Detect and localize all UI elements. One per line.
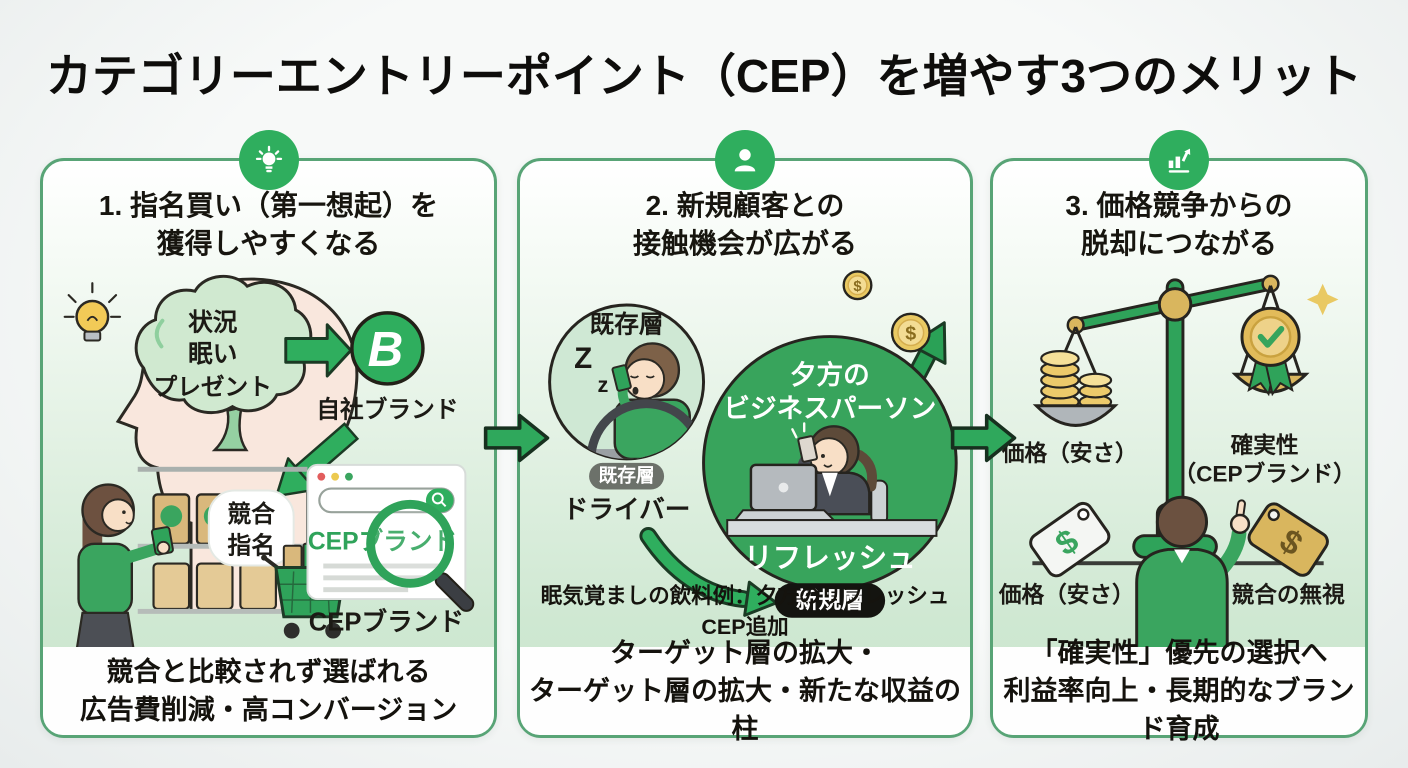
scale-left-label: 価格（安さ） [1001,440,1138,466]
new-customer-circle: 夕方の ビジネスパーソン リフレッシュ [702,335,958,591]
panel-2-footer-line2: ターゲット層の拡大・新たな収益の柱 [529,675,961,745]
sleep-z-small: z [597,372,608,397]
search-icon [431,492,447,507]
brain-word-3: プレゼント [154,374,272,401]
idea-lightbulb-icon [63,282,122,342]
panel-3-title-line1: 3. 価格競争からの [1065,190,1293,221]
panel-3-badge [1149,130,1209,190]
panel-2-footer: ターゲット層の拡大・ ターゲット層の拡大・新たな収益の柱 [520,638,970,744]
magnifier-icon [366,499,475,612]
person-icon [734,149,756,172]
own-brand-label: 自社ブランド [316,395,458,423]
panel-3-illustration: 価格（安さ） 確実性 （CEPブランド） [998,274,1356,652]
existing-badge-label: 既存層 [598,464,654,486]
price-tag-left: $ [1029,501,1111,578]
panel-3-footer-line2: 利益率向上・長期的なブランド育成 [1003,675,1355,745]
sleep-z-large: Z [574,342,592,375]
panel-1-title-line2: 獲得しやすくなる [156,227,381,259]
panel-2-footer-line1: ターゲット層の拡大・ [610,637,880,668]
lightbulb-icon [255,145,282,173]
panel-2-title-line1: 2. 新規顧客との [645,190,845,221]
browser-query-text: CEPブランド [308,527,457,556]
panel-2-title: 2. 新規顧客との 接触機会が広がる [520,187,970,263]
tag-right-label: 競合の無視 [1232,582,1346,608]
panel-3-title: 3. 価格競争からの 脱却につながる [993,187,1365,263]
browser-dot-green [344,472,353,481]
brain: 状況 眠い プレゼント [134,274,313,452]
tag-left-label: 価格（安さ） [998,582,1135,608]
arrow-right-icon [284,323,353,378]
panel-3-title-line2: 脱却につながる [1080,227,1277,259]
new-circle-line2: ビジネスパーソン [723,393,936,423]
medal-icon [1240,306,1301,397]
panel-2-title-line2: 接触機会が広がる [632,227,857,259]
panel-3-footer: 「確実性」優先の選択へ 利益率向上・長期的なブランド育成 [993,638,1365,744]
existing-caption: ドライバー [563,496,691,524]
brain-word-1: 状況 [188,309,238,337]
curved-arrow-icon [639,527,778,617]
panel-1-footer: 競合と比較されず選ばれる 広告費削減・高コンバージョン [43,647,494,735]
panel-2-note: 眠気覚ましの飲料例：夕方のリフレッシュCEP追加 [540,584,950,639]
new-badge-label: 新規層 [796,587,864,613]
page-title: カテゴリーエントリーポイント（CEP）を増やす3つのメリット [45,50,1363,102]
existing-circle-label: 既存層 [590,311,664,339]
browser-caption: CEPブランド [309,607,464,637]
competitor-bubble: 競合 指名 [207,489,295,567]
panel-1-footer-line2: 広告費削減・高コンバージョン [79,695,458,725]
coin-stacks [1040,350,1113,411]
brand-logo-letter: B [368,322,404,377]
price-tag-right: $ [1247,502,1329,577]
panel-1-title-line1: 1. 指名買い（第一想起）を [98,190,439,221]
panel-2-badge [715,130,775,190]
panel-3-footer-line1: 「確実性」優先の選択へ [1030,637,1328,668]
flow-arrow-2-icon [950,413,1017,463]
new-circle-line1: 夕方の [790,360,870,390]
new-badge: 新規層 [774,583,886,618]
coin-symbol-2: $ [905,323,916,345]
browser-dot-red [317,472,326,481]
choosing-man [1135,495,1251,652]
panel-3-card: 3. 価格競争からの 脱却につながる [990,130,1368,744]
panel-1-illustration: 状況 眠い プレゼント B 自社ブランド [63,274,475,652]
existing-customer-circle: 既存層 Z z [548,303,706,461]
dollar-coin-icon: $ [842,270,873,301]
shelf-packages-lower [152,562,277,611]
own-brand-logo: B [350,311,425,386]
panel-1-title: 1. 指名買い（第一想起）を 獲得しやすくなる [43,187,494,263]
businessperson-at-laptop [726,422,938,537]
panel-2-illustration: 既存層 Z z 既存層 ドライバー 夕方の ビジネスパーソン [548,270,958,618]
coin-symbol-1: $ [853,279,862,295]
new-circle-bottom-label: リフレッシュ [744,542,916,574]
shopper-woman [75,483,174,652]
dollar-coin-icon: $ [890,312,931,353]
sparkle-icon [1306,283,1339,316]
bar-chart-icon [1168,148,1191,173]
scale-right-label1: 確実性 [1231,432,1299,458]
price-pan [1032,326,1119,427]
panel-2-card: 2. 新規顧客との 接触機会が広がる [517,130,973,744]
scale-right-label2: （CEPブランド） [1173,461,1355,487]
bubble-word-2: 指名 [228,532,275,560]
brain-word-2: 眠い [188,341,237,368]
browser-dot-yellow [331,472,340,481]
existing-badge: 既存層 [589,462,665,490]
panel-1-badge [238,130,299,190]
bubble-word-1: 競合 [228,500,276,528]
certainty-pan [1231,283,1339,397]
panel-1-card: 1. 指名買い（第一想起）を 獲得しやすくなる 状況 眠い プレゼント [40,130,497,738]
flow-arrow-1-icon [483,413,550,463]
panel-1-footer-line1: 競合と比較されず選ばれる [106,656,431,687]
